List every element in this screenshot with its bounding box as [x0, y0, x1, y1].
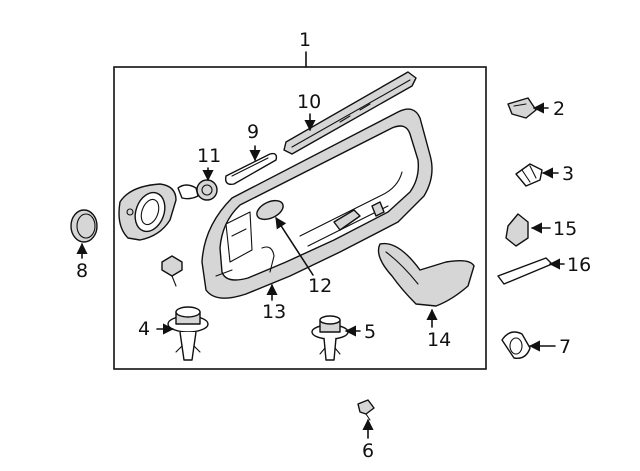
speaker-bezel [118, 183, 177, 241]
callout-4: 4 [138, 318, 150, 340]
callout-11: 11 [197, 145, 221, 167]
clip-7 [501, 331, 531, 359]
clip-medium [311, 315, 349, 361]
trim-strip-16 [497, 257, 553, 285]
clip-3 [515, 163, 543, 187]
switch-knob [177, 179, 218, 201]
clip-2 [507, 97, 537, 119]
upper-trim-strip [283, 71, 417, 155]
callout-9: 9 [247, 121, 259, 143]
callout-5: 5 [364, 321, 376, 343]
callout-14: 14 [427, 329, 451, 351]
screw-6 [357, 399, 375, 421]
small-trim-strip [224, 152, 278, 186]
plug-8 [70, 209, 98, 243]
armrest-pad [256, 199, 284, 221]
callout-2: 2 [553, 98, 565, 120]
assembly-frame [113, 66, 487, 370]
callout-15: 15 [553, 218, 577, 240]
callout-3: 3 [562, 163, 574, 185]
callout-6: 6 [362, 440, 374, 462]
callout-7: 7 [559, 336, 571, 358]
callout-13: 13 [262, 301, 286, 323]
retainer-15 [505, 213, 529, 247]
leader-lines [76, 51, 565, 439]
callout-10: 10 [297, 91, 321, 113]
armrest-handle [377, 242, 475, 307]
callout-16: 16 [567, 254, 591, 276]
door-trim-panel [201, 108, 433, 299]
callout-8: 8 [76, 260, 88, 282]
clip-large [167, 306, 209, 361]
callout-1: 1 [299, 29, 311, 51]
callout-12: 12 [308, 275, 332, 297]
bolt [161, 255, 183, 287]
